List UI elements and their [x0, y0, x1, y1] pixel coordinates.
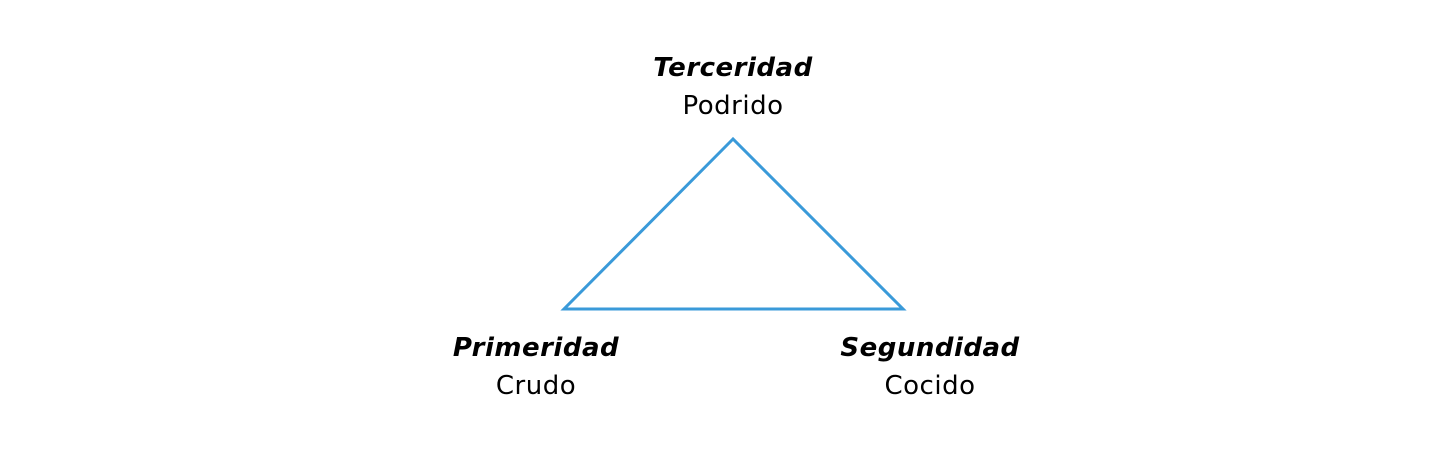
vertex-top-label: Terceridad Podrido [583, 52, 883, 122]
vertex-left-label: Primeridad Crudo [386, 332, 686, 402]
triangle [560, 136, 907, 311]
vertex-title: Terceridad [653, 53, 813, 83]
vertex-title: Segundidad [840, 333, 1020, 363]
vertex-subtitle: Podrido [682, 91, 784, 121]
vertex-subtitle: Cocido [884, 371, 976, 401]
vertex-title: Primeridad [452, 333, 620, 363]
vertex-subtitle: Crudo [495, 371, 577, 401]
vertex-right-label: Segundidad Cocido [780, 332, 1080, 402]
